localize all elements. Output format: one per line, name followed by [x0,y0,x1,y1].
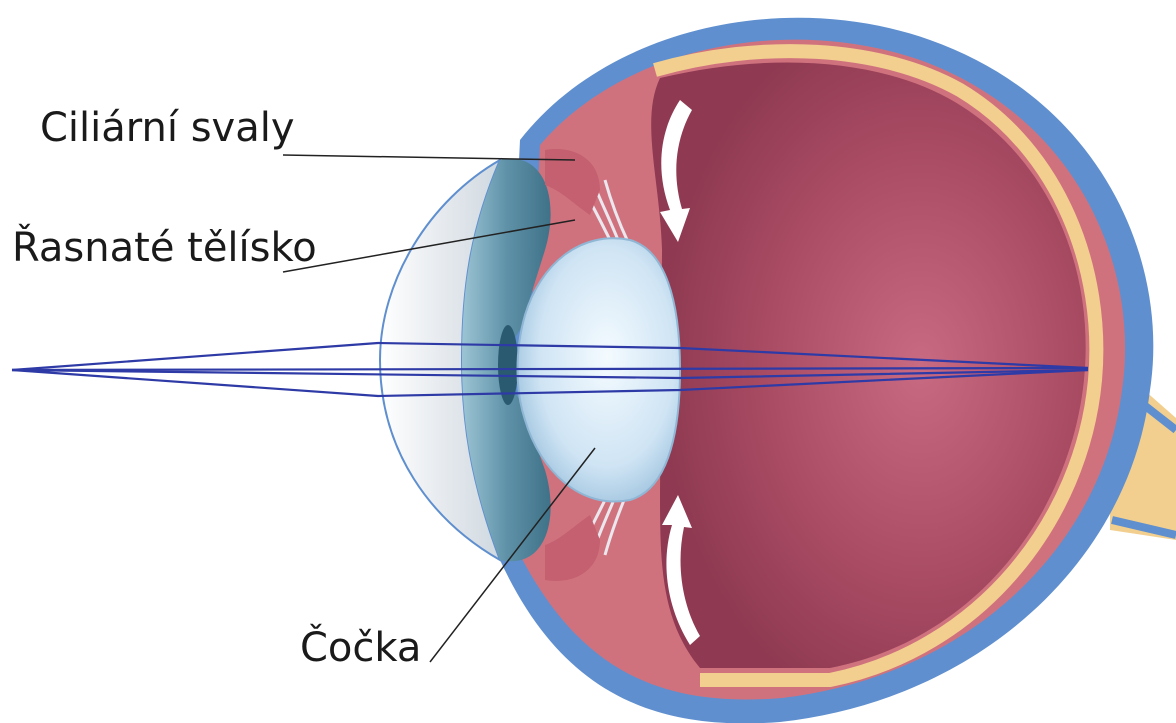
label-ciliary-muscles: Ciliární svaly [40,108,295,148]
label-lens: Čočka [300,628,421,668]
label-ciliary-body: Řasnaté tělísko [12,228,317,268]
